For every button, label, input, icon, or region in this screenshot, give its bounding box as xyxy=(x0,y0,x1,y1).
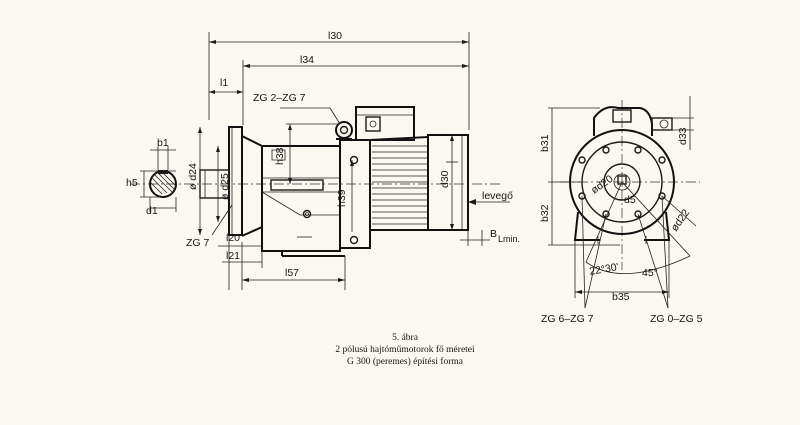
label-l20: l20 xyxy=(226,232,240,244)
label-zg6-zg7: ZG 6–ZG 7 xyxy=(541,313,594,325)
label-b-lmin: B xyxy=(490,228,497,240)
label-angle-45: 45° xyxy=(642,267,658,279)
label-d25: ø d25 xyxy=(219,173,231,200)
caption-line2: G 300 (peremes) építési forma xyxy=(347,356,464,367)
label-h38: h38 xyxy=(274,147,286,165)
label-d24: ø d24 xyxy=(187,163,199,190)
caption-line1: 2 pólusú hajtóműmotorok fő méretei xyxy=(335,344,475,355)
label-h39: h39 xyxy=(336,189,348,207)
shaft-section xyxy=(140,146,177,212)
label-b35: b35 xyxy=(612,291,630,303)
label-l30: l30 xyxy=(328,30,342,42)
dimension-labels: l30 l34 l1 ZG 2–ZG 7 b1 h5 d1 ø d24 ø d2… xyxy=(126,30,703,325)
label-l21: l21 xyxy=(226,250,240,262)
side-view xyxy=(130,32,510,290)
label-h5: h5 xyxy=(126,177,138,189)
caption-figure: 5. ábra xyxy=(392,333,419,343)
label-d5: d5 xyxy=(624,194,636,206)
label-d30: d30 xyxy=(439,170,451,188)
label-l34: l34 xyxy=(300,54,314,66)
label-angle-22: 22°30' xyxy=(588,261,619,278)
label-zg7: ZG 7 xyxy=(186,237,209,249)
label-b1: b1 xyxy=(157,137,169,149)
label-d22: ød22 xyxy=(669,207,693,234)
figure-caption: 5. ábra 2 pólusú hajtóműmotorok fő méret… xyxy=(335,333,475,367)
end-view xyxy=(548,96,700,309)
label-d20: ød20 xyxy=(589,173,616,197)
label-b31: b31 xyxy=(539,134,551,152)
label-d1: d1 xyxy=(146,205,158,217)
label-levego: levegő xyxy=(482,190,513,202)
label-l1: l1 xyxy=(220,77,228,89)
label-d33: d33 xyxy=(677,127,689,145)
label-b-lmin-sub: Lmin. xyxy=(498,234,520,244)
label-zg0-zg5: ZG 0–ZG 5 xyxy=(650,313,703,325)
label-l57: l57 xyxy=(285,267,299,279)
label-b32: b32 xyxy=(539,204,551,222)
label-zg2-zg7: ZG 2–ZG 7 xyxy=(253,92,306,104)
